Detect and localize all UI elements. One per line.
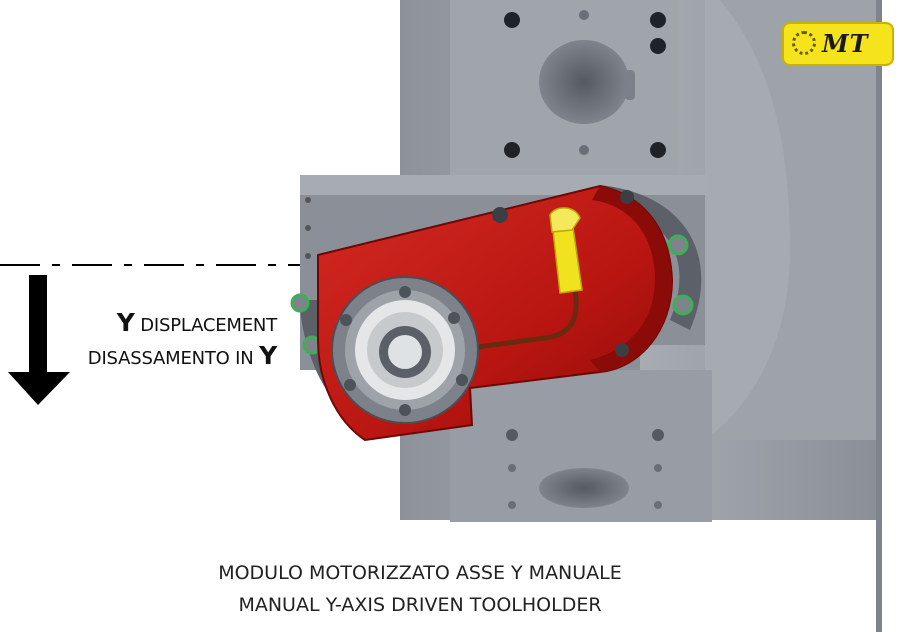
- caption-italian: MODULO MOTORIZZATO ASSE Y MANUALE: [218, 562, 622, 584]
- down-arrow-icon: [8, 275, 70, 405]
- y-letter-2: Y: [259, 341, 277, 370]
- upper-block: [450, 0, 678, 175]
- lower-block: [450, 370, 712, 522]
- mt-logo: MT: [782, 22, 894, 66]
- gear-icon: [792, 31, 816, 55]
- y-displacement-label: Y DISPLACEMENT DISASSAMENTO IN Y: [72, 308, 277, 374]
- displacement-text: DISPLACEMENT: [140, 315, 277, 336]
- caption-english: MANUAL Y-AXIS DRIVEN TOOLHOLDER: [238, 594, 602, 616]
- lubrication-fitting: [469, 207, 583, 351]
- spindle-flange: [331, 276, 479, 424]
- disassamento-text: DISASSAMENTO IN: [87, 348, 254, 369]
- y-letter: Y: [116, 308, 135, 337]
- logo-text: MT: [822, 29, 869, 58]
